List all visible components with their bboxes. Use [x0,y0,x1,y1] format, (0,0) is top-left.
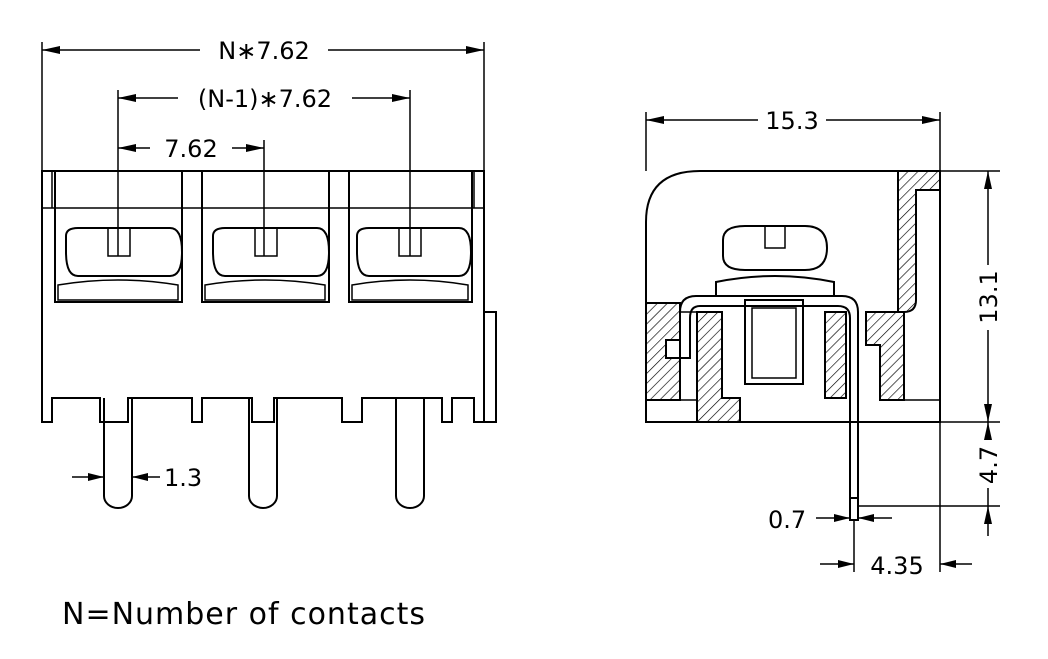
side-hatch-right-block [865,311,905,401]
dim-pin-length-label: 4.7 [975,446,1003,484]
dim-pin-thickness-label: 0.7 [768,506,806,534]
dim-body-height-label: 13.1 [975,270,1003,323]
side-screw-head [722,225,829,271]
dim-outer-pitch-label: (N-1)∗7.62 [198,85,332,113]
dim-pin-offset: 4.35 [820,422,972,580]
front-pin-3 [395,398,425,509]
dim-pin-length: 4.7 [858,422,1003,536]
dim-pin-diameter: 1.3 [72,464,202,492]
dim-pin-thickness: 0.7 [768,506,892,534]
front-body-outline [41,170,485,423]
contacts-note: N=Number of contacts [62,597,426,632]
dim-body-height: 13.1 [940,170,1003,423]
side-pin [849,422,859,521]
side-hatch-post [824,311,847,399]
dim-pitch: 7.62 [118,135,265,256]
front-screw-pocket-3 [348,171,473,303]
dim-pin-diameter-label: 1.3 [164,464,202,492]
side-hatch-right-wall [897,170,941,313]
dim-side-width-label: 15.3 [765,107,818,135]
side-screw-body [744,299,804,385]
side-hatch-bottom-left [696,311,741,423]
front-side-tab [484,311,497,423]
dim-side-width: 15.3 [645,107,941,171]
dim-outer-pitch: (N-1)∗7.62 [117,85,411,256]
side-hatch-left-block [645,302,681,401]
front-view: N∗7.62 (N-1)∗7.62 7.62 1.3 [41,37,497,509]
dim-pitch-label: 7.62 [164,135,217,163]
side-clamp-plate [715,275,835,297]
front-pin-1 [103,398,133,509]
side-body-outline [645,170,941,423]
front-pin-2 [248,398,278,509]
front-screw-pocket-1 [54,171,184,303]
dim-total-width-label: N∗7.62 [218,37,310,65]
front-screw-pocket-2 [201,171,331,303]
side-view: 15.3 13.1 4.7 0.7 [645,107,1003,580]
dim-total-width: N∗7.62 [41,37,485,171]
dim-pin-offset-label: 4.35 [870,552,923,580]
